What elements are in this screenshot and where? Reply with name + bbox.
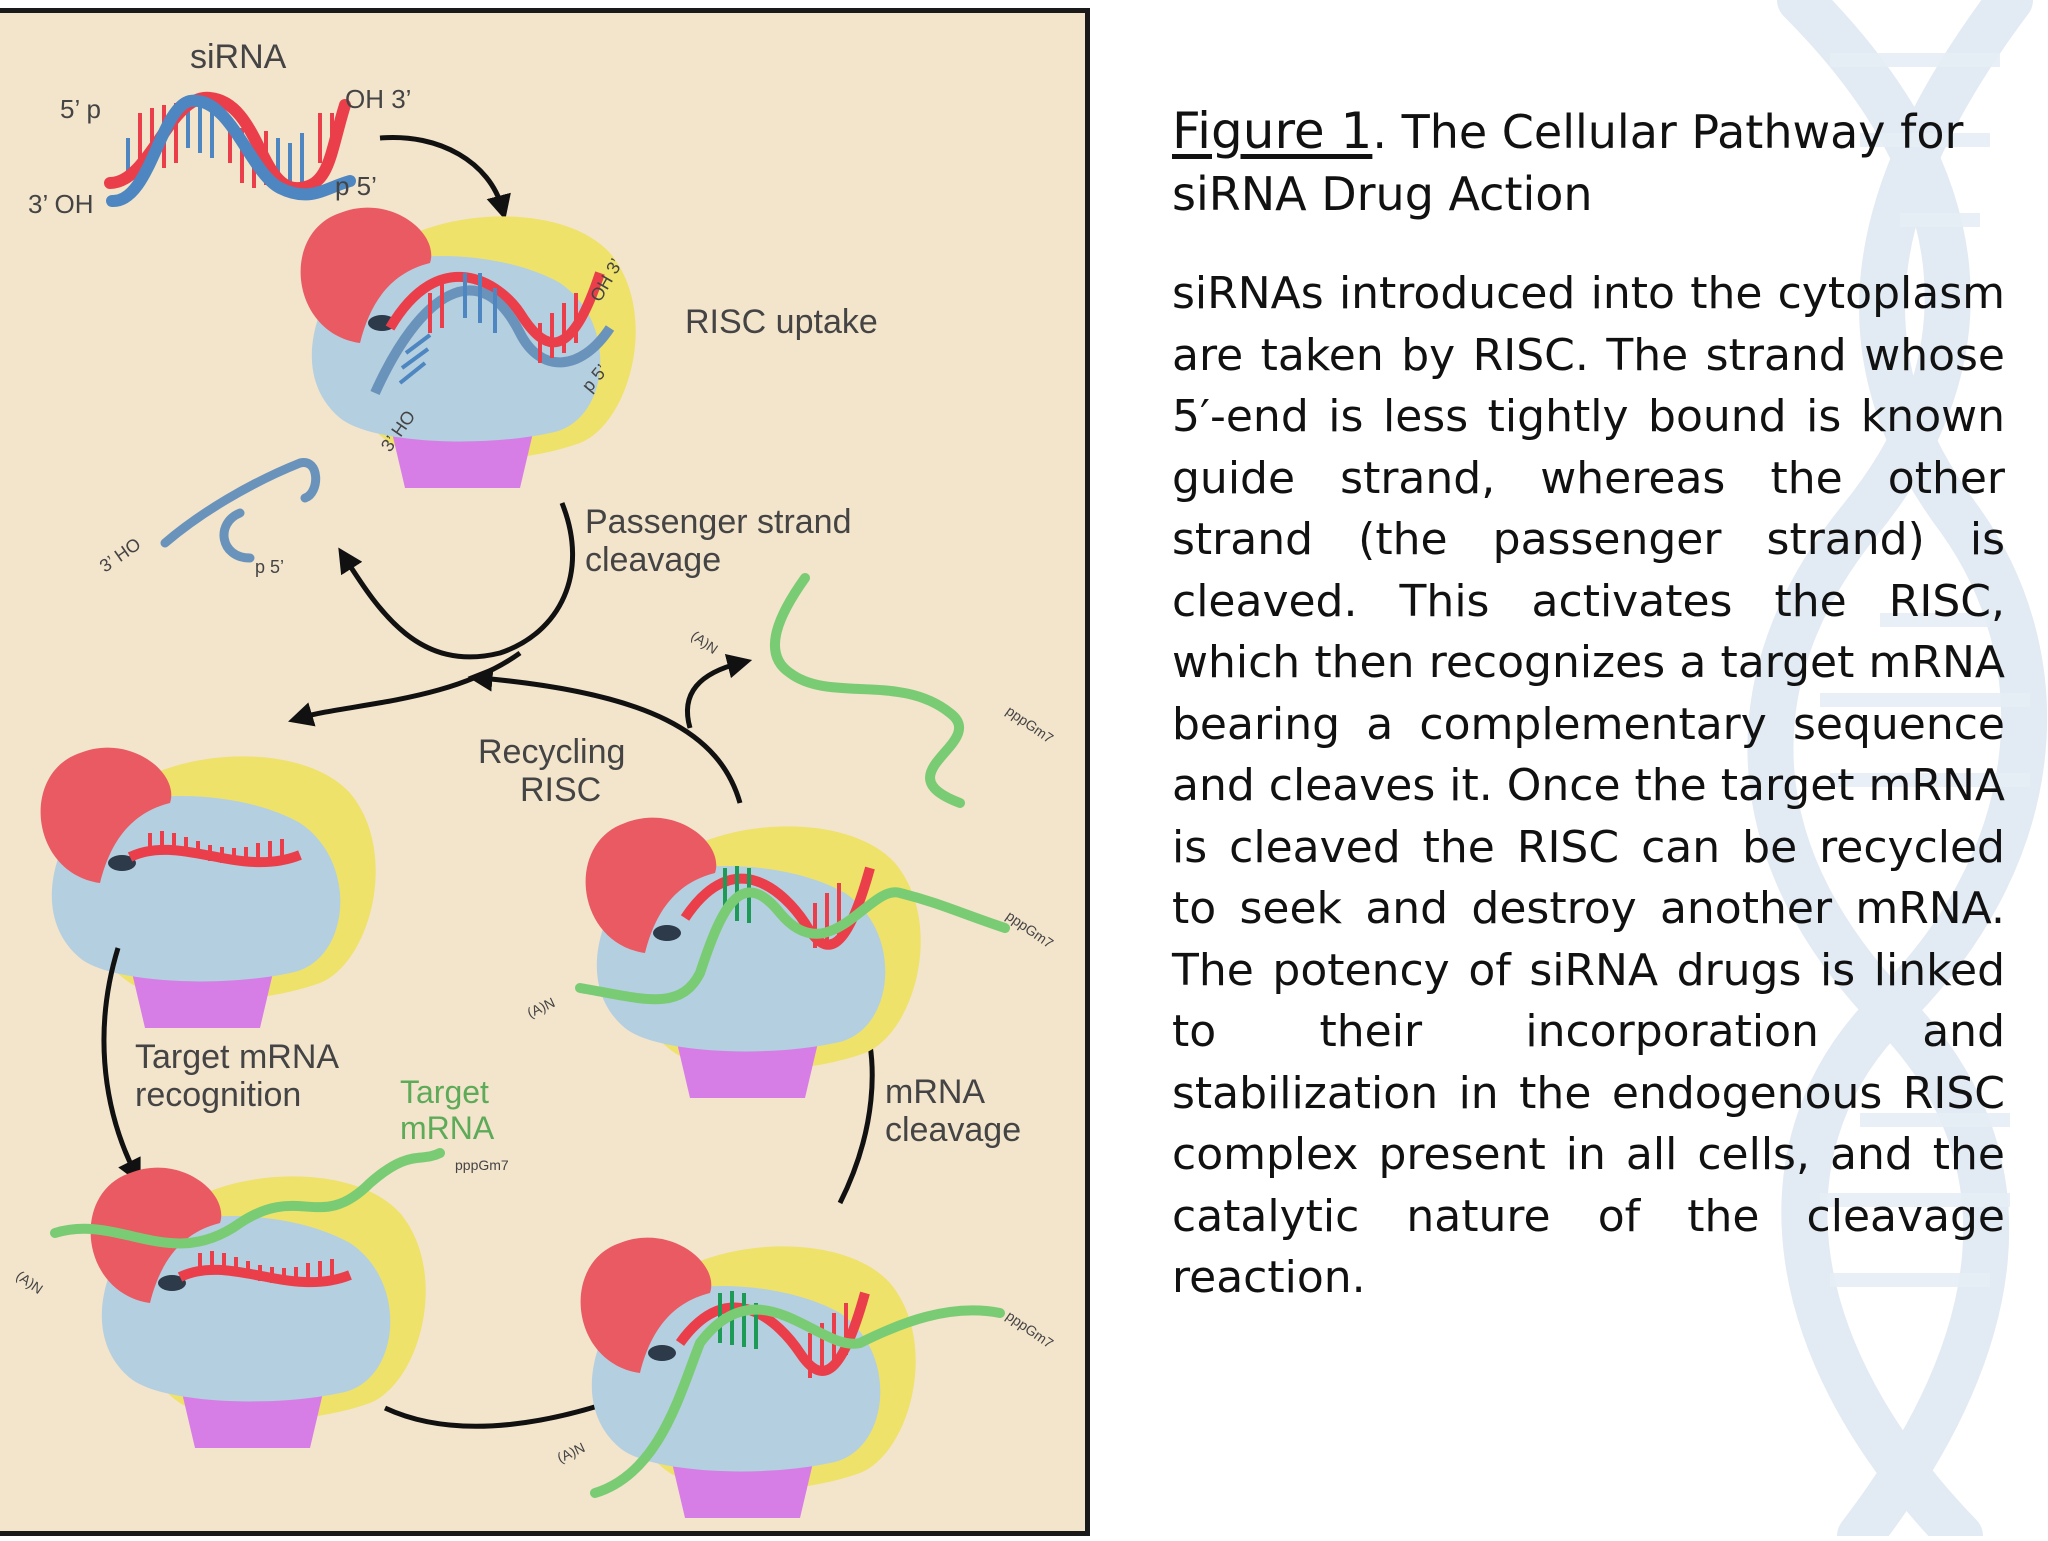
end-5p-top: 5’ p <box>60 94 101 124</box>
target-mrna-strand <box>50 1148 445 1249</box>
released-mrna <box>770 573 965 808</box>
polya-label-target: (A)N <box>13 1267 46 1297</box>
recycling-mrna <box>575 887 1010 1005</box>
figure-caption: Figure 1. The Cellular Pathway for siRNA… <box>1172 100 2005 225</box>
figure-title: The Cellular Pathway for siRNA Drug Acti… <box>1172 105 1964 221</box>
risc-uptake-label: RISC uptake <box>685 303 878 341</box>
recycling-label-2: RISC <box>520 771 601 809</box>
description-paragraph: siRNAs introduced into the cytoplasm are… <box>1172 268 2005 1303</box>
target-recognition-label-2: recognition <box>135 1076 301 1114</box>
cleaved-target-mrna <box>590 1304 1005 1498</box>
cap-label-target: pppGm7 <box>455 1157 509 1173</box>
target-mrna-label-2: mRNA <box>400 1110 495 1146</box>
sirna-pathway-figure: siRNA 5’ p OH 3’ 3’ OH p 5’ RISC uptake … <box>0 8 1090 1536</box>
sirna-title: siRNA <box>190 38 287 76</box>
fragment-p5-label: p 5’ <box>255 557 284 577</box>
target-recognition-label-1: Target mRNA <box>135 1038 339 1076</box>
target-mrna-label-1: Target <box>400 1074 489 1110</box>
mrna-cleavage-label-1: mRNA <box>885 1073 985 1111</box>
end-oh3-top: OH 3’ <box>345 84 411 114</box>
risc-uptake-complex <box>300 207 636 488</box>
cleaved-passenger-fragments <box>160 458 321 563</box>
arrow-mrna-release <box>684 653 753 729</box>
arrow-to-activated-risc <box>288 650 522 727</box>
polya-label-released: (A)N <box>688 627 721 657</box>
mrna-cleavage-label-2: cleavage <box>885 1111 1021 1149</box>
risc-recycling-complex <box>585 817 921 1098</box>
activated-risc-complex <box>40 747 376 1028</box>
sirna-duplex <box>104 91 356 207</box>
arrow-uptake <box>379 134 511 221</box>
polya-label-recycling: (A)N <box>525 994 558 1021</box>
passenger-label-1: Passenger strand <box>585 503 852 541</box>
arrow-target-recognition <box>101 947 141 1185</box>
recycling-label-1: Recycling <box>478 733 625 771</box>
arrow-recycling <box>467 666 743 804</box>
pathway-diagram: siRNA 5’ p OH 3’ 3’ OH p 5’ RISC uptake … <box>13 38 1057 1518</box>
cap-label-cleavage: pppGm7 <box>1003 1307 1056 1351</box>
fragment-3ho-label: 3’ HO <box>96 534 145 576</box>
arrow-passenger-cleavage <box>338 502 576 660</box>
cap-label-recycling: pppGm7 <box>1003 907 1056 951</box>
end-3oh-left: 3’ OH <box>28 189 94 219</box>
end-p5-right: p 5’ <box>335 171 377 201</box>
caption-separator: . <box>1372 105 1387 159</box>
passenger-label-2: cleavage <box>585 541 721 579</box>
cap-label-released: pppGm7 <box>1003 702 1056 746</box>
figure-label: Figure 1 <box>1172 102 1373 160</box>
polya-label-cleavage: (A)N <box>555 1439 588 1466</box>
text-panel: Figure 1. The Cellular Pathway for siRNA… <box>1172 100 2005 1309</box>
